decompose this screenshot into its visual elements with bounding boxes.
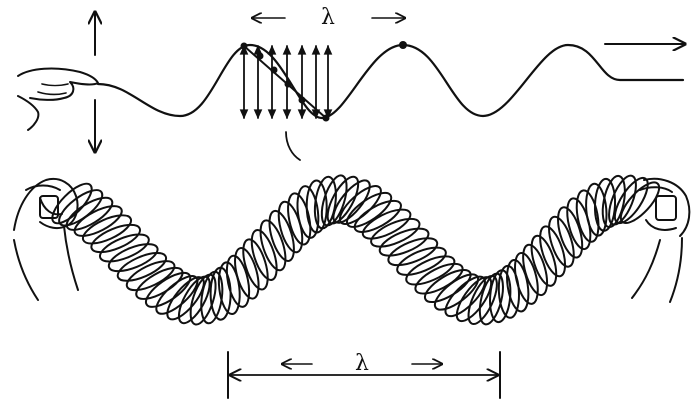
wavelength-dimension: λ — [228, 351, 500, 398]
left-spring-hand-icon — [14, 179, 78, 300]
spring-coil — [105, 238, 161, 276]
bottom-wavelength-label: λ — [355, 351, 369, 376]
left-hand-icon — [18, 69, 98, 130]
spring-coil — [97, 229, 153, 267]
top-wavelength-label: λ — [321, 5, 335, 30]
spring-coil — [544, 214, 579, 270]
spring-coil — [535, 223, 570, 279]
spring-coil — [376, 223, 432, 261]
spring-coil — [394, 242, 450, 281]
crest-marker — [399, 41, 407, 49]
string-wave-section: λ — [18, 5, 685, 160]
spring-coil — [527, 233, 562, 289]
spring-coil — [88, 219, 144, 258]
spring-section: λ — [14, 172, 689, 398]
right-spring-hand-icon — [632, 179, 689, 302]
spring-coil — [615, 177, 665, 229]
displacement-arrows — [241, 43, 330, 122]
spring-coil — [385, 233, 441, 271]
spring-coil — [247, 227, 282, 283]
pointer-line — [286, 132, 300, 160]
spring-coil — [255, 217, 290, 273]
wave-string — [98, 45, 683, 118]
spring-coils — [47, 172, 665, 328]
